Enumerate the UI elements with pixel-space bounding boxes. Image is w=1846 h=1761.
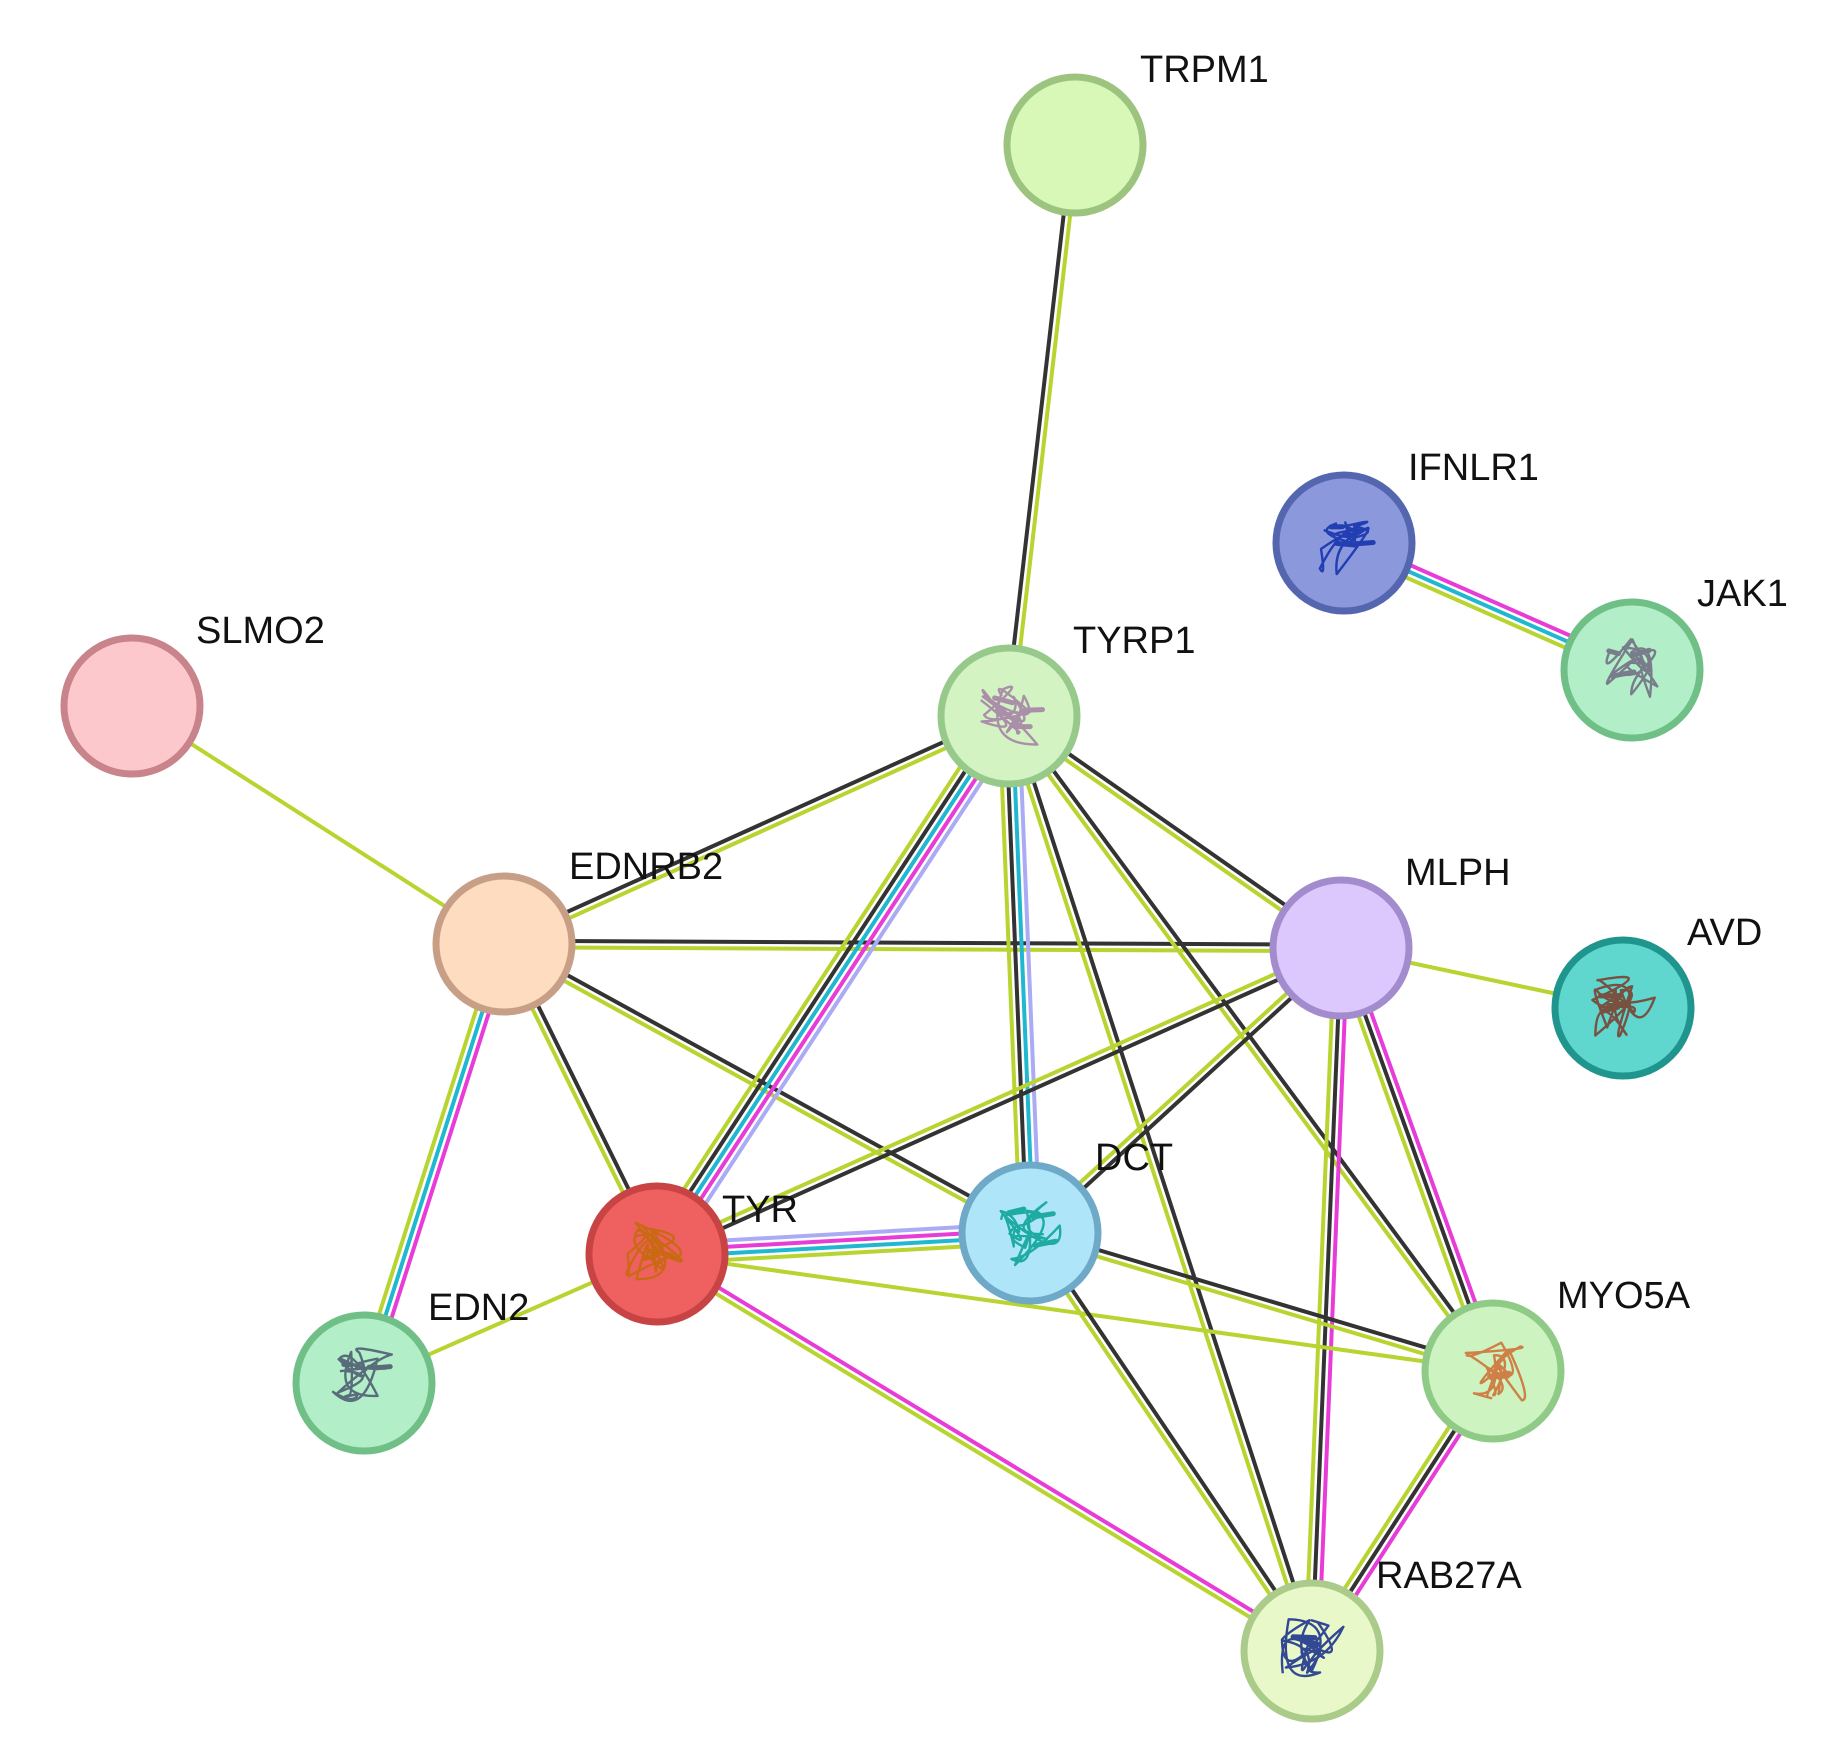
- protein-structure-icon: [1591, 975, 1656, 1038]
- protein-structure-icon: [1605, 638, 1659, 698]
- node-circle[interactable]: [1003, 73, 1147, 217]
- node-ednrb2[interactable]: EDNRB2: [432, 846, 723, 1016]
- protein-structure-icon: [1318, 520, 1376, 576]
- node-myo5a[interactable]: MYO5A: [1421, 1275, 1691, 1443]
- edge-line-coexpression: [1003, 714, 1029, 1236]
- edge-line-experimental: [1316, 946, 1350, 1654]
- protein-structure-icon: [1464, 1341, 1527, 1402]
- node-label: MLPH: [1405, 852, 1511, 894]
- node-label: IFNLR1: [1408, 447, 1539, 489]
- node-tyrp1[interactable]: TYRP1: [937, 620, 1195, 788]
- node-slmo2[interactable]: SLMO2: [60, 610, 325, 778]
- edge-line-homology: [665, 721, 1022, 1264]
- node-tyr[interactable]: TYR: [585, 1182, 798, 1326]
- node-rab27a[interactable]: RAB27A: [1240, 1555, 1522, 1723]
- edge-line-experimental: [368, 943, 513, 1387]
- node-label: TYR: [722, 1189, 798, 1231]
- node-circle[interactable]: [1269, 876, 1413, 1020]
- node-jak1[interactable]: JAK1: [1560, 573, 1788, 742]
- node-label: MYO5A: [1557, 1275, 1691, 1317]
- edge-line-coexpression: [649, 710, 1006, 1253]
- edge-slmo2-ednrb2: [130, 704, 506, 946]
- edge-dct-rab27a: [1025, 1229, 1317, 1655]
- edge-tyrp1-myo5a: [1004, 712, 1498, 1375]
- edge-line-textmining: [997, 714, 1023, 1236]
- edge-line-textmining: [1303, 945, 1337, 1653]
- edge-line-textmining: [355, 940, 500, 1384]
- edge-line-coexpression: [1003, 142, 1074, 718]
- node-circle[interactable]: [60, 634, 204, 778]
- edge-mlph-myo5a: [1332, 943, 1502, 1376]
- protein-structure-icon: [999, 1201, 1062, 1267]
- node-mlph[interactable]: MLPH: [1269, 852, 1511, 1020]
- node-ifnlr1[interactable]: IFNLR1: [1272, 447, 1539, 615]
- node-edn2[interactable]: EDN2: [292, 1287, 529, 1455]
- node-dct[interactable]: DCT: [958, 1137, 1173, 1305]
- node-label: TRPM1: [1140, 49, 1269, 91]
- protein-structure-icon: [625, 1221, 683, 1281]
- edge-tyrp1-dct: [997, 713, 1042, 1236]
- edges-layer: [130, 142, 1637, 1657]
- edge-line-coexpression: [656, 948, 1345, 1259]
- edge-line-database: [362, 942, 506, 1385]
- edge-line-textmining: [1332, 948, 1489, 1376]
- edge-line-coexpression: [1028, 1227, 1496, 1370]
- edge-line-coexpression: [502, 938, 1344, 947]
- edge-line-coexpression: [1010, 712, 1318, 1652]
- edge-line-textmining: [1027, 1234, 1495, 1377]
- edge-line-homology: [1016, 713, 1042, 1235]
- edge-line-textmining: [1003, 715, 1311, 1655]
- node-label: JAK1: [1697, 573, 1788, 615]
- node-circle[interactable]: [432, 872, 576, 1016]
- node-trpm1[interactable]: TRPM1: [1003, 49, 1269, 217]
- edge-mlph-rab27a: [1303, 945, 1350, 1654]
- edge-line-coexpression: [1030, 1229, 1317, 1652]
- edge-line-experimental: [656, 1249, 1316, 1651]
- node-circle[interactable]: [292, 1311, 436, 1455]
- edge-ednrb2-tyrp1: [500, 711, 1013, 949]
- edge-trpm1-tyrp1: [1003, 142, 1081, 719]
- edge-line-textmining: [655, 1252, 1495, 1373]
- edge-dct-myo5a: [1027, 1227, 1496, 1377]
- edge-tyrp1-rab27a: [1003, 712, 1318, 1655]
- edge-tyr-myo5a: [655, 1252, 1495, 1373]
- edge-line-textmining: [130, 704, 506, 946]
- protein-structure-icon: [980, 685, 1045, 746]
- edge-mlph-tyr: [653, 943, 1345, 1259]
- edge-line-textmining: [503, 716, 1013, 949]
- edge-line-database: [1010, 713, 1036, 1235]
- edge-line-coexpression: [1009, 712, 1498, 1372]
- node-label: TYRP1: [1073, 620, 1195, 662]
- edge-line-textmining: [1025, 1232, 1312, 1655]
- edge-line-coexpression: [1310, 946, 1343, 1653]
- edge-tyr-rab27a: [653, 1249, 1316, 1656]
- edge-line-experimental: [1345, 943, 1502, 1371]
- edge-line-textmining: [501, 945, 1343, 954]
- node-label: SLMO2: [196, 610, 325, 652]
- edge-line-textmining: [644, 706, 1001, 1249]
- edge-line-textmining: [653, 943, 1342, 1254]
- edge-ednrb2-mlph: [501, 938, 1344, 954]
- node-label: EDNRB2: [569, 846, 723, 888]
- edge-ednrb2-edn2: [355, 940, 513, 1387]
- protein-structure-icon: [1280, 1618, 1345, 1678]
- edge-tyrp1-tyr: [644, 706, 1022, 1264]
- edge-line-experimental: [660, 717, 1017, 1260]
- protein-structure-icon: [331, 1347, 393, 1403]
- edge-line-coexpression: [500, 711, 1010, 944]
- node-label: RAB27A: [1376, 1555, 1522, 1597]
- node-label: AVD: [1687, 912, 1762, 954]
- edge-line-coexpression: [1339, 946, 1495, 1373]
- edge-line-database: [655, 714, 1011, 1256]
- edge-line-textmining: [653, 1254, 1313, 1656]
- edge-line-textmining: [1004, 715, 1493, 1375]
- edge-line-textmining: [1010, 143, 1081, 719]
- node-avd[interactable]: AVD: [1551, 912, 1762, 1080]
- node-label: EDN2: [428, 1287, 529, 1329]
- node-label: DCT: [1095, 1137, 1173, 1179]
